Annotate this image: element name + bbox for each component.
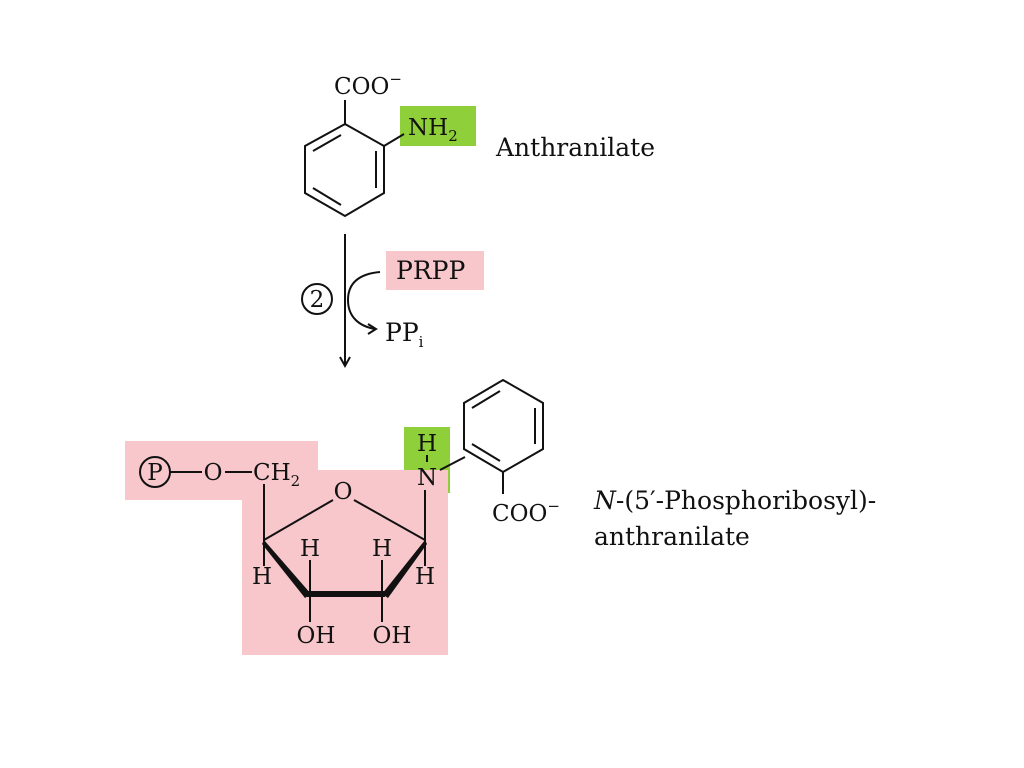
amine-highlight [400,106,476,146]
c2-hydrogen: H [372,536,392,562]
anthranilate-name: Anthranilate [495,133,655,162]
c4-hydrogen: H [252,564,272,590]
wedge-bond [262,540,311,598]
anthranilate-amine-label: NH2 [408,115,458,145]
product-name-line1: N-(5′-Phosphoribosyl)- [593,486,876,515]
n-aryl-bond [439,456,466,471]
anthranilate-structure [304,100,405,218]
amine-bond [383,133,405,147]
ppi-label: PPi [385,318,424,351]
wedge-bond [382,540,427,598]
c3-hydrogen: H [300,536,320,562]
front-bond [307,591,385,597]
prpp-label: PRPP [396,256,465,285]
c2-hydroxyl: OH [373,623,412,649]
phosphate-symbol: P [147,460,162,486]
aromatic-inner-bond [312,134,342,152]
ribose-phosphate-highlight [125,441,448,655]
aromatic-inner-bond [312,187,342,206]
ester-oxygen: O [204,460,223,486]
step-number: 2 [310,287,325,313]
prpp-highlight [386,251,484,290]
benzene-ring [304,122,385,218]
product-carboxylate: COO− [492,497,560,527]
imino-nitrogen: N [417,465,437,491]
c3-hydroxyl: OH [297,623,336,649]
imino-hydrogen: H [417,431,437,457]
c1-hydrogen: H [415,564,435,590]
ribose-ring [262,484,427,622]
ring-oxygen: O [334,479,353,505]
anthranilate-carboxylate: COO− [334,70,402,100]
product-name-line2: anthranilate [594,522,750,551]
enzyme-step-marker: 2 [301,283,333,315]
product-benzene-ring [463,378,544,494]
reaction-arrow [339,234,381,369]
methylene-label: CH2 [253,460,300,490]
